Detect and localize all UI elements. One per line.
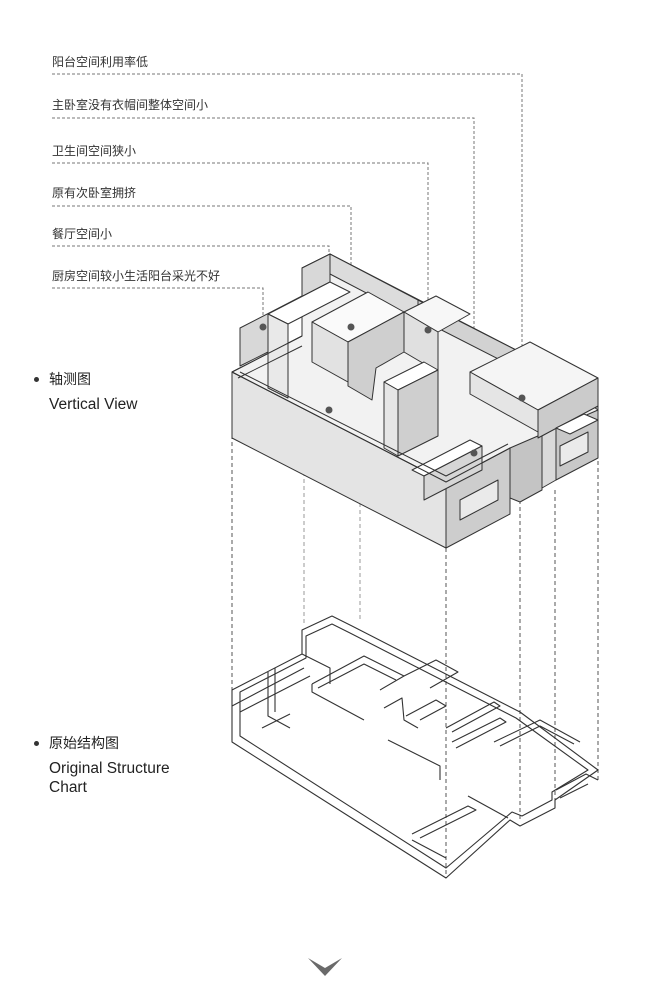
room-markers [259,323,526,457]
note-kitchen-balcony: 厨房空间较小生活阳台采光不好 [52,269,221,283]
bullet-icon [34,741,39,746]
section-title-zh: 原始结构图 [49,736,119,752]
note-master-bedroom: 主卧室没有衣帽间整体空间小 [52,98,209,112]
bullet-icon [34,377,39,382]
original-structure-plan [231,615,599,879]
note-second-bedroom: 原有次卧室拥挤 [52,186,137,200]
leader-bathroom [52,162,429,330]
section-title-en-line1: Original Structure [49,760,170,777]
note-bathroom: 卫生间空间狭小 [52,144,137,158]
marker-dining [325,406,333,414]
leader-kitchen [52,287,264,327]
section-title-en: Vertical View [49,396,138,413]
marker-balcony [518,394,526,402]
section-title-zh: 轴测图 [49,372,91,388]
note-balcony-utilization: 阳台空间利用率低 [52,55,149,69]
marker-master-bedroom [470,449,478,457]
axonometric-model [231,253,599,549]
front-right-face-d [541,427,557,489]
leader-balcony [52,73,523,398]
section-title-en-line2: Chart [49,779,87,796]
chevron-down-icon[interactable] [308,958,342,976]
marker-kitchen [259,323,267,331]
note-dining: 餐厅空间小 [52,227,113,241]
marker-second-bedroom [347,323,355,331]
marker-bathroom [424,326,432,334]
